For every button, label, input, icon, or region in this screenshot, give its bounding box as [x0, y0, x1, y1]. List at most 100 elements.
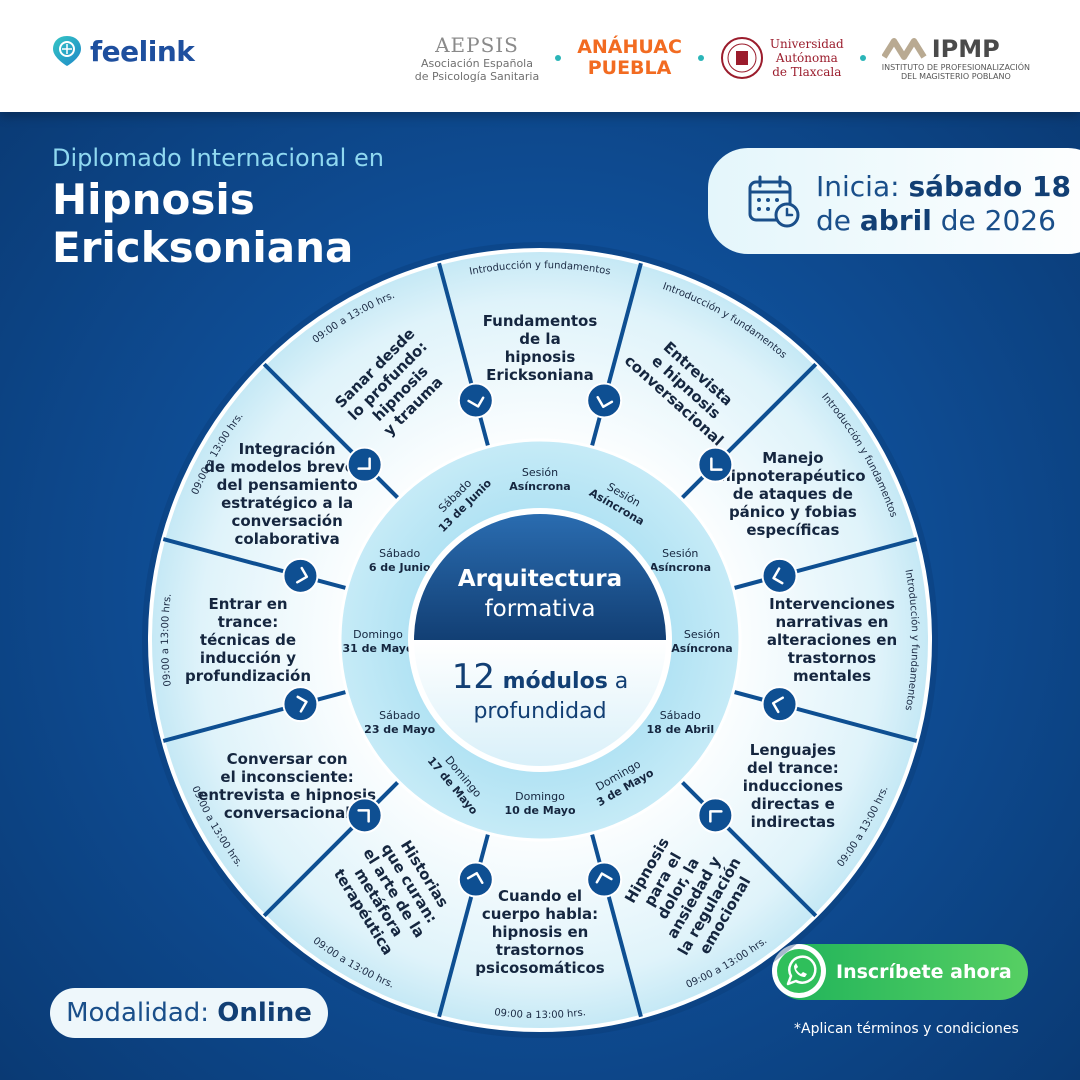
header-bar: feelink AEPSIS Asociación Española de Ps… [0, 0, 1080, 112]
module-title-line: estratégico a la [221, 494, 353, 512]
module-session-kind: Domingo [515, 790, 565, 803]
enroll-button[interactable]: Inscríbete ahora [772, 944, 1028, 1000]
brand-name: feelink [90, 34, 195, 68]
module-session-kind: Sesión [662, 547, 698, 560]
module-title-line: del pensamiento [217, 476, 358, 494]
module-session-date: 23 de Mayo [364, 723, 436, 736]
uat-logo: Universidad Autónoma de Tlaxcala [720, 36, 844, 80]
module-session-date: Asíncrona [509, 480, 570, 493]
center-hub: Arquitectura formativa 12 módulos a prof… [408, 508, 672, 772]
chevron-icon [761, 686, 798, 723]
module-title-line: el inconsciente: [220, 768, 353, 786]
start-day: sábado 18 [908, 170, 1071, 203]
center-modules-line: 12 módulos a [452, 657, 629, 697]
module-title-line: Intervenciones [769, 595, 895, 613]
center-title-2: formativa [485, 596, 596, 622]
modules-count: 12 [452, 657, 495, 697]
module-session-kind: Sesión [684, 628, 720, 641]
module-title-line: del trance: [747, 759, 839, 777]
aepsis-sub1: Asociación Española [420, 57, 533, 70]
module-title-line: conversación [231, 512, 342, 530]
start-date-box: Inicia: sábado 18 de abril de 2026 [708, 148, 1080, 254]
program-title: Hipnosis Ericksoniana [52, 176, 353, 272]
module-session-date: 10 de Mayo [504, 804, 576, 817]
feelink-logo[interactable]: feelink [50, 34, 195, 68]
chevron-icon [761, 557, 798, 594]
module-title-line: de ataques de [733, 485, 853, 503]
separator-dot [859, 55, 866, 61]
module-title-line: hipnosis en [492, 923, 589, 941]
module-title-line: narrativas en [776, 613, 889, 631]
module-session-date: 18 de Abril [646, 723, 714, 736]
module-title-line: cuerpo habla: [482, 905, 598, 923]
module-title-line: inducciones [743, 777, 843, 795]
terms-note: *Aplican términos y condiciones [794, 1021, 1019, 1037]
chevron-icon [457, 861, 494, 898]
module-title-line: conversacional [224, 804, 351, 822]
module-schedule-path: 09:00 a 13:00 hrs. [160, 593, 174, 687]
calendar-clock-icon [748, 175, 800, 228]
uat-line2: Autónoma [775, 51, 838, 65]
whatsapp-icon [772, 944, 826, 998]
module-title-line: hipnosis [505, 348, 576, 366]
center-bottom [414, 640, 666, 766]
chevron-icon [282, 686, 319, 723]
anahuac-line2: PUEBLA [587, 57, 672, 79]
module-title-line: alteraciones en [767, 631, 897, 649]
aepsis-logo: AEPSIS Asociación Española de Psicología… [415, 33, 539, 83]
module-schedule-path: 09:00 a 13:00 hrs. [494, 1007, 587, 1021]
module-title-line: trance: [218, 613, 278, 631]
chevron-icon [586, 861, 623, 898]
module-session-date: Asíncrona [650, 561, 711, 574]
module-session-kind: Sábado [379, 547, 420, 560]
uat-seal-icon [720, 37, 763, 79]
start-year: de 2026 [931, 204, 1056, 237]
modality-value: Online [217, 998, 312, 1028]
uat-line3: de Tlaxcala [772, 65, 842, 79]
anahuac-logo: ANÁHUAC PUEBLA [577, 37, 682, 79]
chevron-icon [586, 382, 623, 419]
program-title-line2: Ericksoniana [52, 223, 354, 272]
module-title-line: Entrar en [208, 595, 287, 613]
module-title-line: mentales [793, 667, 871, 685]
module-title-line: pánico y fobias [729, 503, 857, 521]
module-title-line: Manejo [762, 449, 823, 467]
center-top [414, 514, 666, 640]
modules-word: módulos [495, 669, 608, 694]
module-title-line: de la [519, 330, 560, 348]
module-title-line: Integración [239, 440, 336, 458]
module-title-line: indirectas [751, 813, 835, 831]
center-title-1: Arquitectura [458, 566, 622, 592]
uat-line1: Universidad [769, 37, 844, 51]
ipmp-logo: IPMP INSTITUTO DE PROFESIONALIZACIÓN DEL… [881, 35, 1030, 81]
anahuac-line1: ANÁHUAC [577, 36, 682, 58]
module-title-line: profundización [185, 667, 311, 685]
modules-a: a [608, 669, 628, 694]
module-session-date: 6 de Junio [369, 561, 431, 574]
enroll-button-label: Inscríbete ahora [836, 961, 1012, 983]
module-schedule-label: 09:00 a 13:00 hrs. [494, 1007, 587, 1021]
aepsis-sub2: de Psicología Sanitaria [414, 70, 540, 83]
module-title-line: entrevista e hipnosis [198, 786, 376, 804]
start-date-line2: de abril de 2026 [816, 204, 1056, 237]
